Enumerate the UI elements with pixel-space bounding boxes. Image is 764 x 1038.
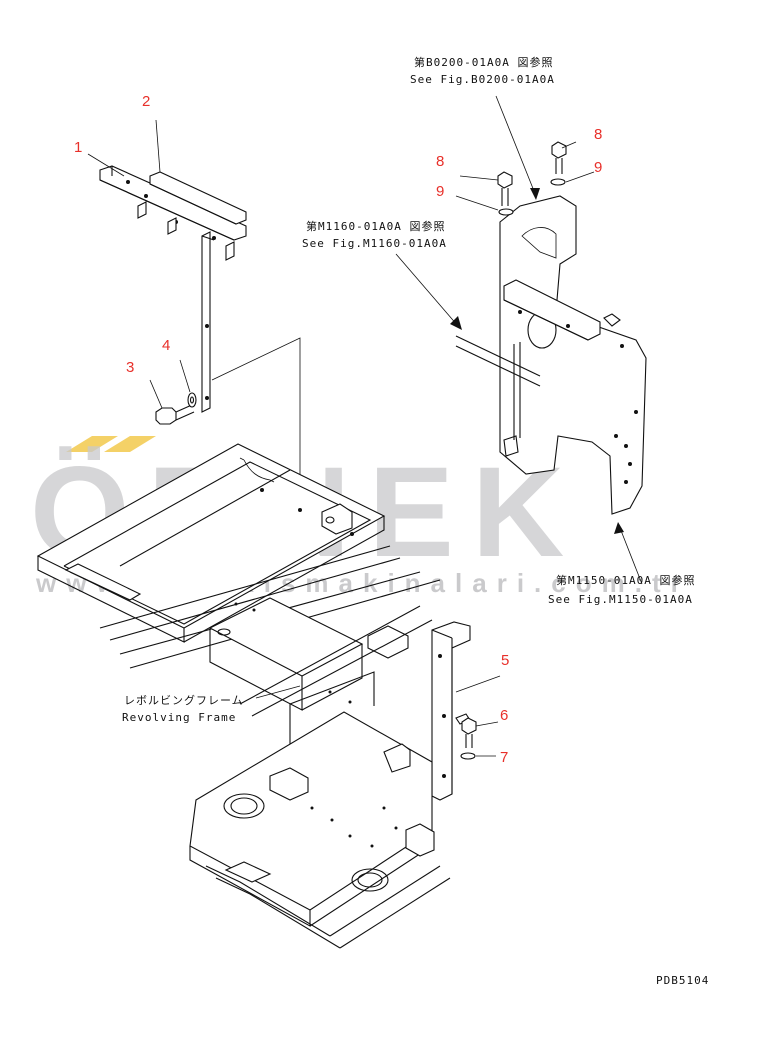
callout-8-upper: 8 — [594, 126, 602, 143]
cover-plate-assembly — [395, 95, 647, 585]
frame-label-en: Revolving Frame — [122, 711, 236, 724]
callout-6: 6 — [500, 707, 508, 724]
ref-m1150-en: See Fig.M1150-01A0A — [548, 593, 693, 606]
callout-7: 7 — [500, 749, 508, 766]
callout-3: 3 — [126, 359, 134, 376]
callout-9-upper: 9 — [594, 159, 602, 176]
callout-2: 2 — [142, 93, 150, 110]
bracket-assembly — [99, 165, 301, 520]
stay-bracket — [431, 621, 477, 801]
frame-label-jp: レボルビングフレーム — [124, 693, 244, 707]
ref-m1160-en: See Fig.M1160-01A0A — [302, 237, 447, 250]
ref-m1160-jp: 第M1160-01A0A 図参照 — [306, 219, 445, 233]
callout-leaders — [87, 119, 595, 757]
watermark-accent-left — [66, 436, 118, 452]
callout-1: 1 — [74, 139, 82, 156]
ref-b0200-jp: 第B0200-01A0A 図参照 — [414, 55, 553, 69]
ref-b0200-en: See Fig.B0200-01A0A — [410, 73, 555, 86]
callout-4: 4 — [162, 337, 170, 354]
callout-8-lower: 8 — [436, 153, 444, 170]
callout-5: 5 — [501, 652, 509, 669]
base-plate — [189, 671, 451, 949]
revolving-frame — [36, 443, 441, 717]
drawing-code: PDB5104 — [656, 974, 709, 987]
callout-9-lower: 9 — [436, 183, 444, 200]
ref-m1150-jp: 第M1150-01A0A 図参照 — [556, 573, 695, 587]
watermark-accent-right — [104, 436, 156, 452]
